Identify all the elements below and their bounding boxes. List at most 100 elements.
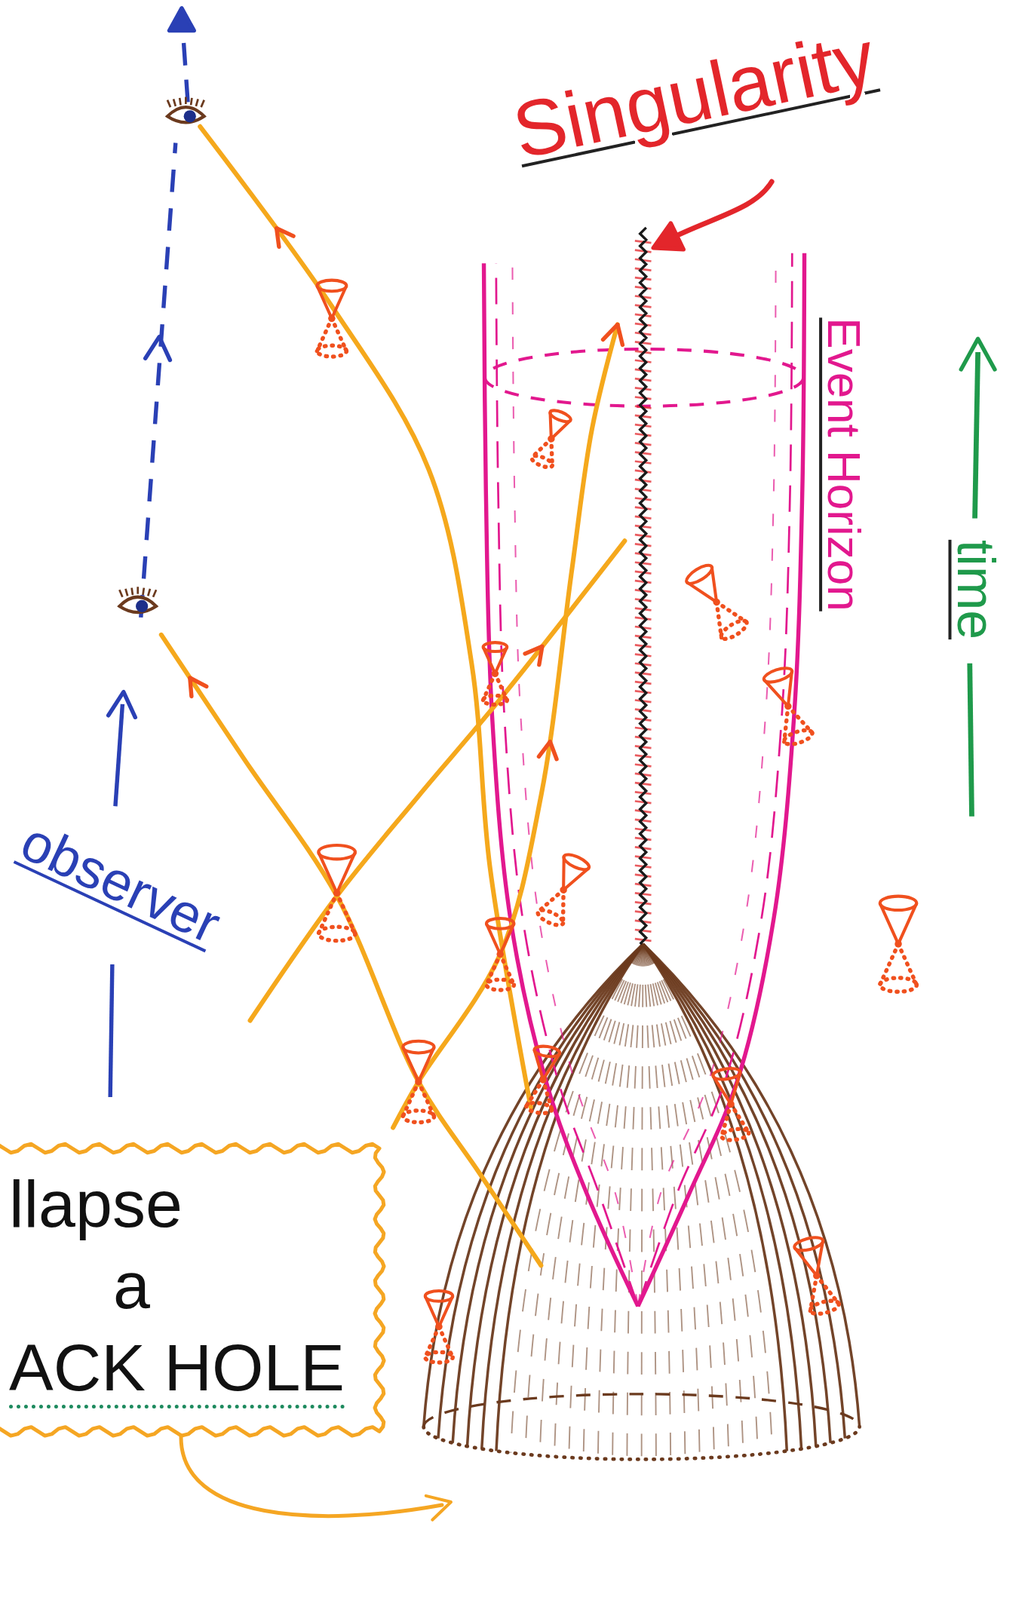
cone-past bbox=[531, 435, 562, 467]
star-surface-line bbox=[626, 944, 643, 1460]
star-surface-line bbox=[598, 944, 644, 1460]
horizon-shade bbox=[496, 263, 639, 1307]
cone-future-rim bbox=[711, 1067, 741, 1082]
eye-lash bbox=[167, 100, 171, 108]
eye-lash bbox=[119, 589, 123, 597]
light-cone bbox=[535, 851, 591, 929]
cone-future-rim bbox=[561, 851, 592, 873]
cone-future bbox=[794, 1240, 831, 1280]
eye-lash bbox=[173, 98, 176, 106]
horizon-shade bbox=[512, 263, 638, 1307]
eye-pupil bbox=[135, 600, 148, 613]
pointer-line bbox=[665, 181, 772, 242]
eye-outline bbox=[119, 597, 157, 613]
eye-lash bbox=[201, 100, 205, 108]
star-surface-line bbox=[643, 944, 817, 1447]
singularity-pointer bbox=[653, 181, 772, 250]
eye-pupil bbox=[184, 110, 197, 123]
cone-event bbox=[414, 1078, 422, 1086]
arrow-head bbox=[653, 223, 684, 250]
light-cone bbox=[711, 1067, 749, 1142]
eye-lash bbox=[142, 588, 144, 596]
star-surface-line bbox=[496, 944, 644, 1452]
cone-future-rim bbox=[533, 1045, 562, 1059]
horizon-shade bbox=[638, 253, 792, 1308]
observer-eye bbox=[167, 97, 205, 123]
cone-past-rim bbox=[402, 1110, 434, 1124]
cone-past-rim bbox=[486, 979, 515, 991]
light-cone bbox=[402, 1041, 434, 1124]
light-cone bbox=[530, 408, 573, 470]
star-surface-line bbox=[643, 944, 700, 1459]
cone-future bbox=[551, 856, 590, 896]
star-surface-line bbox=[643, 944, 802, 1450]
callout-text: a bbox=[113, 1249, 151, 1323]
star-surface-line bbox=[438, 944, 644, 1440]
arrow-head bbox=[145, 337, 171, 361]
cone-future-rim bbox=[684, 561, 715, 587]
cone-past-rim bbox=[318, 926, 356, 941]
light-cones bbox=[316, 280, 917, 1363]
light-ray bbox=[392, 324, 618, 1128]
light-cone bbox=[316, 280, 347, 357]
eye-lash bbox=[131, 588, 133, 596]
light-rays bbox=[161, 126, 625, 1266]
arrow-head bbox=[603, 324, 623, 345]
drawing-group bbox=[181, 1437, 452, 1521]
star-surface-line bbox=[643, 944, 671, 1460]
light-cone bbox=[525, 1045, 561, 1116]
star-surface-line bbox=[554, 944, 644, 1458]
star-surface-line bbox=[643, 944, 788, 1452]
cone-past-rim bbox=[316, 345, 347, 357]
cone-future-rim bbox=[425, 1291, 454, 1302]
star-surface-line bbox=[643, 944, 657, 1460]
cone-past bbox=[802, 1272, 839, 1311]
cone-future bbox=[540, 411, 571, 443]
eye-lash bbox=[179, 98, 181, 105]
arrow-head bbox=[169, 8, 195, 31]
cone-future-rim bbox=[880, 896, 918, 911]
annotation-label: Event Horizon bbox=[818, 317, 870, 611]
cone-event bbox=[328, 315, 335, 323]
cone-past-rim bbox=[425, 1352, 454, 1363]
cone-event bbox=[546, 434, 556, 444]
star-rim-front bbox=[423, 1426, 860, 1460]
callout-text: llapse bbox=[9, 1168, 183, 1242]
light-cone bbox=[483, 642, 508, 705]
cone-past-rim bbox=[530, 454, 554, 470]
eye-lash bbox=[147, 589, 151, 596]
star-surface-line bbox=[641, 944, 644, 1461]
pointer-line bbox=[181, 1437, 442, 1517]
cone-future-rim bbox=[318, 845, 356, 860]
light-cone bbox=[318, 845, 356, 942]
cone-event bbox=[539, 1076, 548, 1085]
arrow-head bbox=[108, 692, 136, 719]
cone-past-rim bbox=[525, 1101, 553, 1116]
time-shaft bbox=[975, 352, 979, 519]
cone-past-rim bbox=[721, 1127, 750, 1142]
light-cone bbox=[880, 896, 918, 993]
cone-event bbox=[496, 951, 504, 958]
cone-past-rim bbox=[483, 695, 508, 705]
arrow-head bbox=[960, 338, 995, 370]
cone-event bbox=[711, 597, 722, 608]
eye-lash bbox=[136, 586, 139, 594]
cone-future-rim bbox=[548, 408, 572, 424]
annotation-label: Singularity bbox=[506, 13, 883, 175]
cone-past-rim bbox=[782, 727, 814, 748]
cone-past-rim bbox=[809, 1298, 841, 1317]
star-surface-line bbox=[481, 944, 644, 1450]
callout-pointer bbox=[181, 1437, 452, 1521]
arrow-head bbox=[426, 1496, 452, 1521]
eye-lash bbox=[153, 589, 157, 597]
horizon-shade bbox=[638, 253, 777, 1308]
cone-past-rim bbox=[535, 907, 565, 929]
arrow-head bbox=[276, 228, 294, 248]
cone-past-rim bbox=[880, 978, 918, 992]
cone-event bbox=[894, 940, 902, 948]
cone-future-rim bbox=[762, 665, 795, 685]
light-ray bbox=[199, 126, 531, 1108]
worldline-solid bbox=[110, 964, 113, 1098]
light-cone bbox=[762, 665, 814, 747]
star-surface-line bbox=[643, 944, 831, 1444]
